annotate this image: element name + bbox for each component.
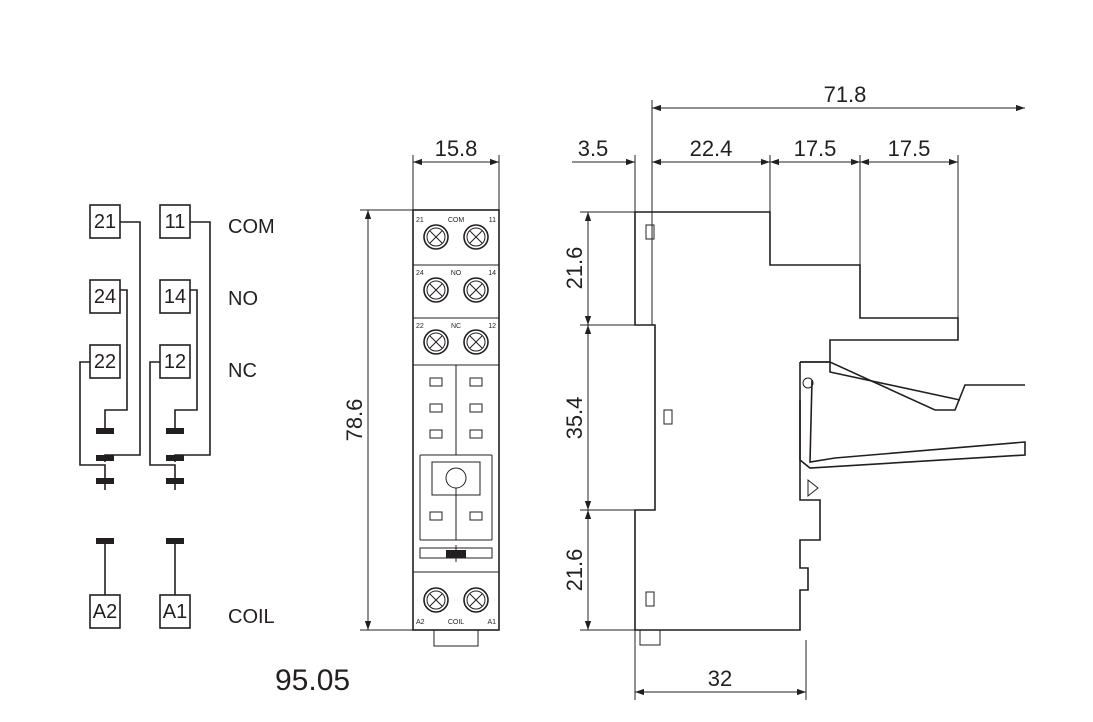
contact-schematic: 21 24 22 A2 11 14 12 A1 COM NO NC COIL [79, 204, 275, 629]
nc-row-label: NC [228, 360, 257, 382]
mark-nc: NC [451, 323, 461, 330]
side-view: 71.8 3.5 22.4 17.5 17.5 21.6 35.4 21.6 3… [562, 82, 1026, 700]
terminal-22-label: 22 [94, 351, 116, 373]
mark-com: COM [448, 217, 465, 224]
mark-24: 24 [416, 270, 424, 277]
no-row-label: NO [228, 288, 258, 310]
segment-dim-3: 17.5 [794, 136, 837, 161]
terminal-a2-label: A2 [93, 601, 117, 623]
segment-dim-2: 22.4 [690, 136, 733, 161]
terminal-12-label: 12 [164, 351, 186, 373]
height-dim-mid: 35.4 [562, 397, 587, 440]
mark-14: 14 [488, 270, 496, 277]
coil-row-label: COIL [228, 606, 275, 628]
mark-22: 22 [416, 323, 424, 330]
mark-12: 12 [488, 323, 496, 330]
terminal-box-14 [159, 279, 191, 314]
front-view: 21 COM 11 24 NO 14 22 NC 12 A2 COIL A1 [342, 136, 500, 647]
segment-dim-4: 17.5 [888, 136, 931, 161]
overall-length-dim: 71.8 [824, 82, 867, 107]
model-number: 95.05 [275, 664, 350, 697]
mark-21: 21 [416, 217, 424, 224]
height-dim-top: 21.6 [562, 247, 587, 290]
terminal-24-label: 24 [94, 286, 116, 308]
com-row-label: COM [228, 216, 275, 238]
segment-dim-1: 3.5 [578, 136, 609, 161]
mark-a1: A1 [487, 619, 496, 626]
terminal-11-label: 11 [165, 211, 186, 233]
height-dim-bottom: 21.6 [562, 549, 587, 592]
terminal-box-24 [89, 279, 121, 314]
terminal-21-label: 21 [94, 211, 116, 233]
front-height-dim: 78.6 [342, 399, 367, 442]
front-width-dim: 15.8 [435, 136, 478, 161]
mark-no: NO [451, 270, 462, 277]
terminal-a1-label: A1 [163, 601, 187, 623]
depth-dim: 32 [708, 666, 732, 691]
mark-coil: COIL [448, 619, 464, 626]
terminal-14-label: 14 [164, 286, 186, 308]
mark-11: 11 [489, 217, 496, 224]
mark-a2: A2 [416, 619, 425, 626]
